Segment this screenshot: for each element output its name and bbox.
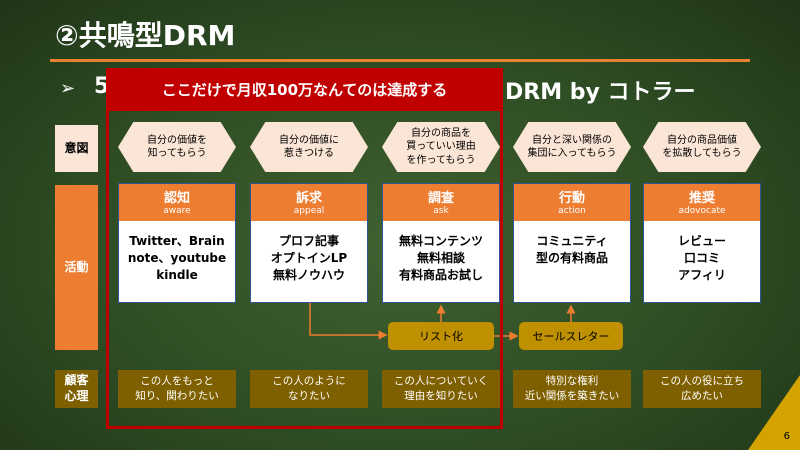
row-label-activity: 活動	[55, 185, 98, 350]
sales-letter-box: セールスレター	[519, 322, 623, 350]
customer-psychology: この人のように なりたい	[250, 370, 368, 408]
stage-activities: 無料コンテンツ 無料相談 有料商品お試し	[398, 234, 483, 282]
title-divider	[50, 59, 750, 62]
stage-header: 訴求 appeal	[251, 184, 367, 221]
stage-activities: コミュニティ 型の有料商品	[535, 234, 608, 265]
list-building-box: リスト化	[388, 322, 494, 350]
stage-activities: Twitter、Brain note、youtube kindle	[127, 234, 227, 282]
customer-psychology: この人についていく 理由を知りたい	[382, 370, 500, 408]
row-label-intent: 意図	[55, 125, 98, 172]
customer-psychology: この人の役に立ち 広めたい	[643, 370, 761, 408]
row-label-psychology: 顧客心理	[55, 370, 98, 408]
subtitle-suffix: DRM by コトラー	[505, 80, 696, 105]
stage-activities: プロフ記事 オプトインLP 無料ノウハウ	[270, 234, 348, 282]
stage-header: 調査 ask	[383, 184, 499, 221]
customer-psychology: この人をもっと 知り、関わりたい	[118, 370, 236, 408]
intent-hexagon: 自分の商品を 買っていい理由 を作ってもらう	[382, 122, 500, 172]
bullet-icon: ➢	[60, 78, 76, 99]
stage-english: action	[558, 206, 586, 216]
stage-activities: レビュー 口コミ アフィリ	[677, 234, 726, 282]
page-title: ②共鳴型DRM	[55, 19, 236, 52]
stage-header: 認知 aware	[119, 184, 235, 221]
stage-english: adovocate	[678, 206, 726, 216]
stage-title: 訴求	[295, 191, 322, 206]
intent-hexagon: 自分と深い関係の 集団に入ってもらう	[513, 122, 631, 172]
highlight-label: ここだけで月収100万なんてのは達成する	[106, 68, 503, 111]
customer-psychology: 特別な権利 近い関係を築きたい	[513, 370, 631, 408]
stage-card: 訴求 appeal プロフ記事 オプトインLP 無料ノウハウ	[250, 183, 368, 303]
stage-english: appeal	[293, 206, 325, 216]
stage-title: 調査	[427, 191, 454, 206]
intent-hexagon: 自分の価値を 知ってもらう	[118, 122, 236, 172]
intent-hexagon: 自分の商品価値 を拡散してもらう	[643, 122, 761, 172]
highlight-frame	[106, 68, 503, 429]
arrow-appeal-to-list	[309, 303, 388, 340]
stage-english: ask	[433, 206, 449, 216]
page-number: 6	[783, 431, 790, 442]
subtitle-prefix: 5	[94, 74, 110, 99]
stage-title: 行動	[558, 191, 585, 206]
stage-card: 推奨 adovocate レビュー 口コミ アフィリ	[643, 183, 761, 303]
stage-card: 調査 ask 無料コンテンツ 無料相談 有料商品お試し	[382, 183, 500, 303]
stage-english: aware	[163, 206, 191, 216]
stage-card: 行動 action コミュニティ 型の有料商品	[513, 183, 631, 303]
stage-header: 推奨 adovocate	[644, 184, 760, 221]
stage-header: 行動 action	[514, 184, 630, 221]
stage-title: 推奨	[688, 191, 715, 206]
intent-hexagon: 自分の価値に 惹きつける	[250, 122, 368, 172]
stage-title: 認知	[163, 191, 190, 206]
stage-card: 認知 aware Twitter、Brain note、youtube kind…	[118, 183, 236, 303]
